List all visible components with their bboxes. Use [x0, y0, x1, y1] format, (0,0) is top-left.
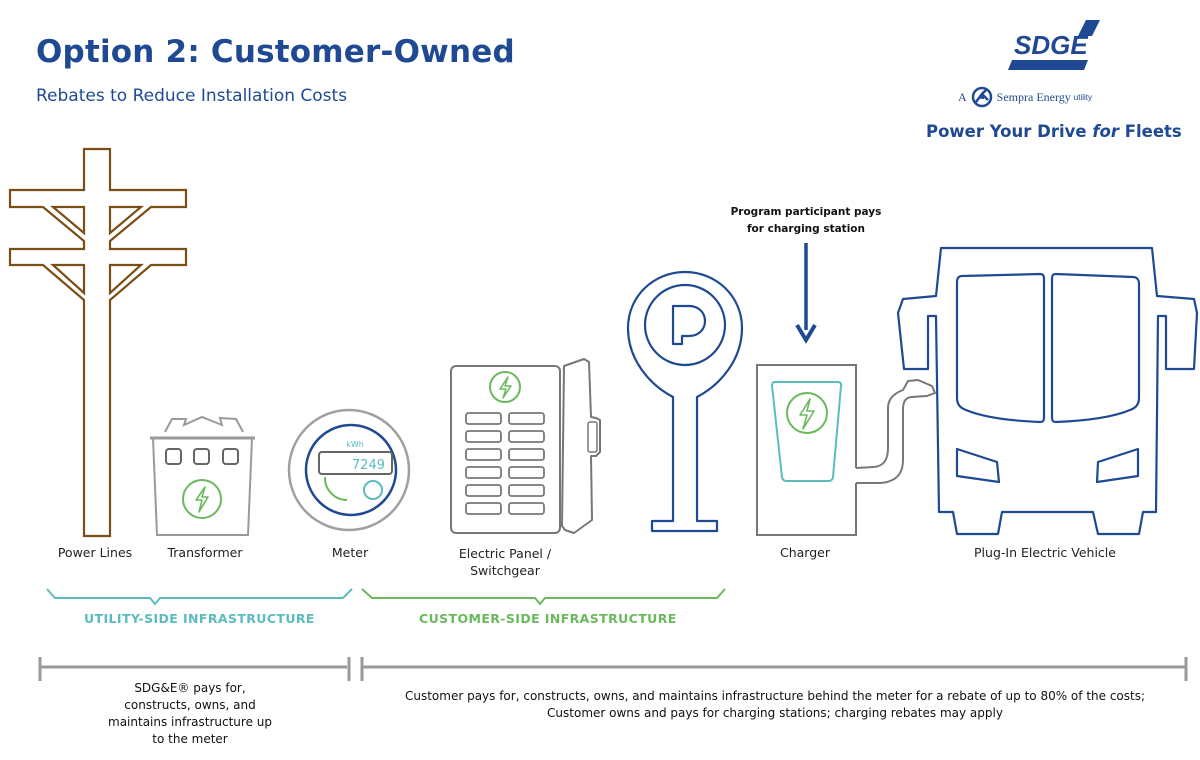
customer-span-bar — [360, 657, 1188, 681]
meter-label: Meter — [331, 545, 369, 560]
customer-note-line1: Customer pays for, constructs, owns, and… — [404, 689, 1146, 703]
utility-pole-icon — [8, 147, 188, 538]
bolt-circle-icon — [786, 392, 828, 434]
electric-panel-label-line1: Electric Panel / — [458, 546, 552, 561]
charger-icon — [756, 364, 936, 536]
sempra-figure-icon — [971, 86, 992, 108]
program-tagline: Power Your Drive for Fleets — [926, 122, 1182, 141]
utility-note-line4: to the meter — [152, 732, 228, 746]
callout-line2: for charging station — [746, 223, 865, 235]
bolt-circle-icon — [182, 479, 222, 519]
power-lines-label: Power Lines — [57, 545, 133, 560]
customer-responsibility-note: Customer pays for, constructs, owns, and… — [370, 688, 1180, 722]
utility-responsibility-note: SDG&E® pays for, constructs, owns, and m… — [60, 680, 320, 748]
customer-note-line2: Customer owns and pays for charging stat… — [547, 706, 1003, 720]
electric-bus-icon — [896, 246, 1199, 536]
vehicle-label: Plug-In Electric Vehicle — [974, 545, 1116, 560]
tagline-part2: Fleets — [1118, 122, 1182, 141]
callout-line1: Program participant pays — [730, 206, 882, 218]
arrow-down-icon — [795, 243, 817, 344]
electric-panel-icon — [450, 358, 601, 534]
utility-span-bar — [38, 657, 351, 681]
meter-reading: 7249 — [352, 458, 385, 473]
charger-label: Charger — [780, 545, 830, 560]
electric-panel-label: Electric Panel / Switchgear — [450, 545, 560, 579]
utility-bracket — [46, 588, 353, 606]
parking-sign-icon — [626, 270, 744, 533]
utility-note-line1: SDG&E® pays for, — [134, 681, 246, 695]
transformer-icon — [150, 415, 255, 536]
transformer-label: Transformer — [167, 545, 243, 560]
sempra-name: Sempra Energy — [996, 89, 1071, 104]
sdge-logo: SDGE — [1008, 20, 1100, 70]
sempra-prefix: A — [958, 89, 967, 104]
tagline-italic: for — [1092, 122, 1119, 141]
sempra-suffix: utility — [1073, 92, 1092, 102]
customer-side-label: CUSTOMER-SIDE INFRASTRUCTURE — [419, 611, 677, 626]
tagline-part1: Power Your Drive — [926, 122, 1093, 141]
utility-note-line2: constructs, owns, and — [124, 698, 256, 712]
sempra-tagline: A Sempra Energy utility — [958, 85, 1092, 109]
charging-station-callout: Program participant pays for charging st… — [716, 204, 896, 238]
utility-note-line3: maintains infrastructure up — [108, 715, 272, 729]
bolt-circle-icon — [489, 371, 521, 403]
customer-bracket — [361, 588, 726, 606]
page-title: Option 2: Customer-Owned — [36, 34, 515, 70]
electric-panel-label-line2: Switchgear — [470, 563, 540, 578]
utility-side-label: UTILITY-SIDE INFRASTRUCTURE — [84, 611, 315, 626]
meter-unit: kWh — [346, 440, 364, 449]
page-subtitle: Rebates to Reduce Installation Costs — [36, 86, 348, 106]
sdge-logo-text: SDGE — [1014, 30, 1088, 60]
meter-icon: kWh 7249 — [287, 408, 411, 532]
